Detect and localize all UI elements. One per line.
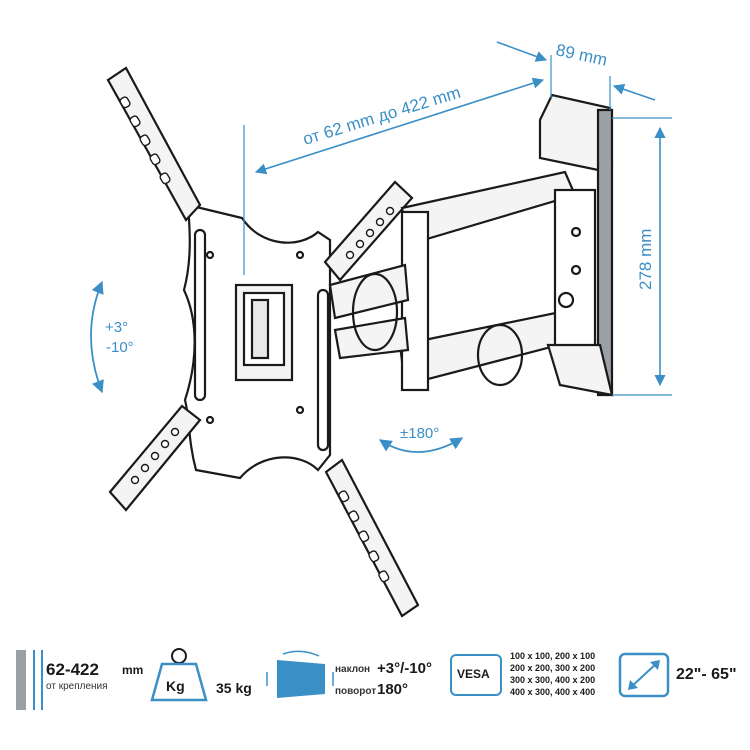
weight-icon-label: Kg [166, 678, 185, 694]
dimension-height: 278 mm [612, 117, 672, 396]
screen-motion-icon [266, 650, 334, 698]
tv-arm-top-left [106, 66, 202, 222]
distance-value: 62-422 [46, 660, 99, 679]
wall-distance-icon [16, 650, 43, 710]
screen-size-value: 22"- 65" [676, 666, 737, 683]
vesa-line: 400 x 300, 400 x 400 [510, 687, 596, 697]
tilt-value: +3°/-10° [377, 660, 432, 677]
spec-weight: Kg 35 kg [150, 636, 260, 736]
tv-arm-bottom-left [108, 404, 202, 512]
spec-strip: 62-422 mm от крепления Kg 35 kg наклон +… [0, 636, 750, 746]
vesa-badge-icon: VESA [450, 654, 502, 696]
vesa-plate [182, 203, 332, 480]
swivel-arrow-icon [378, 437, 464, 453]
depth-label: 89 mm [554, 40, 609, 69]
articulating-arm [328, 170, 597, 392]
height-label: 278 mm [636, 229, 655, 290]
tilt-indicator: +3° -10° [90, 280, 134, 394]
tilt-up-label: +3° [105, 319, 128, 336]
distance-unit: mm [122, 663, 144, 677]
distance-caption: от крепления [46, 681, 108, 692]
swivel-indicator: ±180° [378, 425, 464, 453]
vesa-line: 100 x 100, 200 x 100 [510, 651, 596, 661]
swivel-value: 180° [377, 681, 409, 698]
tv-arm-top-right [323, 180, 414, 282]
weight-value: 35 kg [216, 680, 252, 696]
extension-label: от 62 mm до 422 mm [301, 83, 463, 149]
tilt-down-label: -10° [106, 339, 134, 356]
vesa-list: 100 x 100, 200 x 100 200 x 200, 300 x 20… [510, 650, 620, 698]
spec-vesa: VESA 100 x 100, 200 x 100 200 x 200, 300… [450, 636, 620, 736]
swivel-caption: поворот [335, 686, 377, 697]
wall-plate [538, 93, 614, 397]
vesa-line: 200 x 200, 300 x 200 [510, 663, 596, 673]
screen-size-icon [618, 652, 670, 698]
tilt-arrow-icon [90, 280, 104, 394]
vesa-line: 300 x 300, 400 x 200 [510, 675, 596, 685]
spec-screen: 22"- 65" [618, 636, 748, 736]
tv-mount-diagram: 89 mm от 62 mm до 422 mm 278 mm +3° -10°… [90, 40, 672, 618]
vesa-badge-label: VESA [457, 667, 490, 681]
spec-motion: наклон +3°/-10° поворот 180° [265, 636, 445, 736]
spec-distance: 62-422 mm от крепления [12, 636, 152, 736]
weight-icon [150, 648, 208, 702]
tilt-caption: наклон [335, 664, 371, 675]
tv-arm-bottom-right [324, 458, 420, 618]
swivel-label: ±180° [400, 425, 439, 442]
